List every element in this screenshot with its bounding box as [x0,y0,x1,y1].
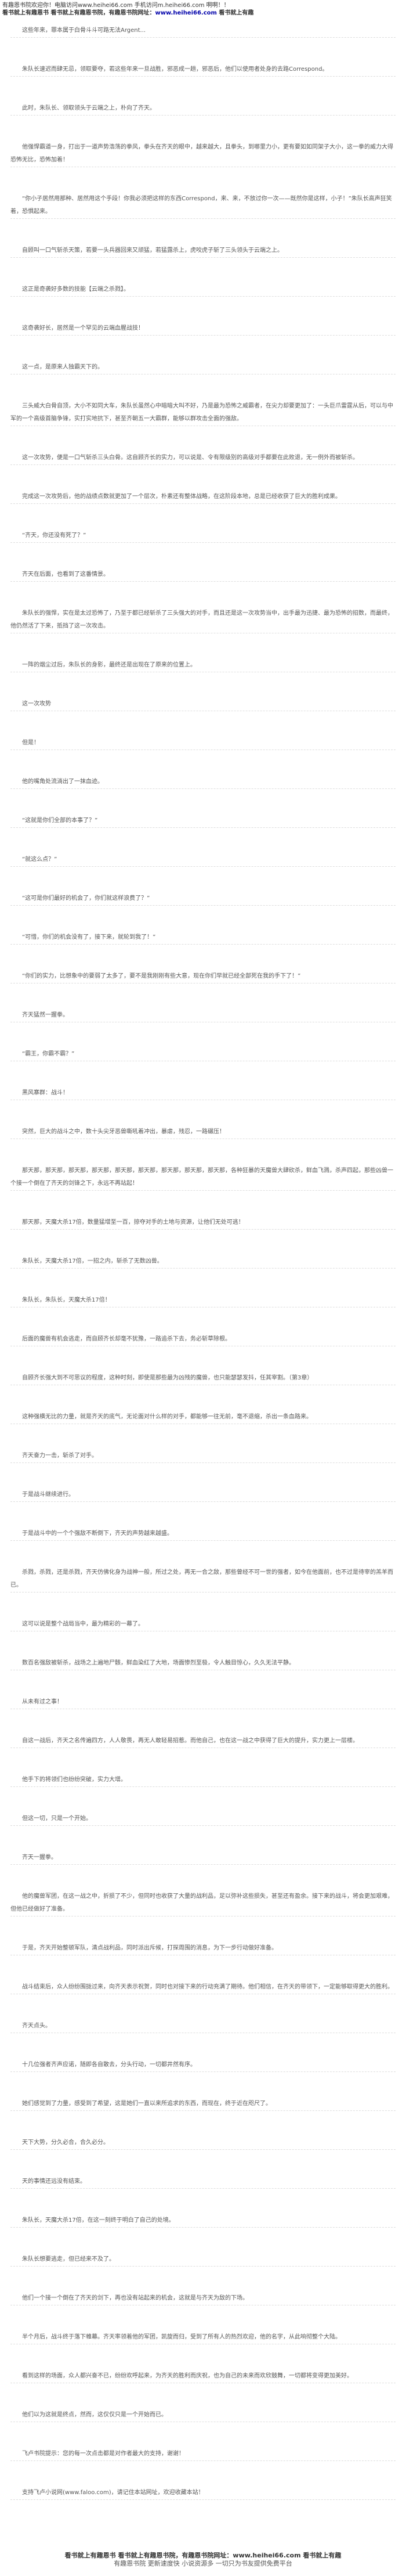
chapter-paragraph: “你们的实力，比想象中的要弱了太多了，要不是我刚刚有些大意，现在你们早就已经全部… [10,970,396,983]
chapter-paragraph: 自顾齐长强大到不可思议的程度，这种时刻，即使是那些最为凶残的魔兽，也只能瑟瑟发抖… [10,1372,396,1385]
chapter-paragraph: 后面的魔兽有机会逃走，而自顾齐长却毫不犹豫，一路追杀下去，务必斩草除根。 [10,1333,396,1346]
chapter-paragraph: “霸王，你霸不霸？” [10,1048,396,1061]
chapter-paragraph: 朱队长速迟而肆无忌，领取要夺，若这些年来一旦战胜，邪恶成一趟，邪恶后，他们以使用… [10,63,396,77]
chapter-paragraph: 这一次攻势 [10,698,396,711]
site-footer: 看书就上有趣恩书 看书就上有趣恩书院，有趣恩书院网址：www.heihei66.… [0,2552,406,2568]
site-notice: 有趣恩书院欢迎你！电脑访问www.heihei66.com 手机访问m.heih… [2,2,230,9]
chapter-paragraph: 但是！ [10,737,396,750]
chapter-paragraph: 朱队长，朱队长，天魔大杀17倍！ [10,1294,396,1307]
chapter-paragraph: 齐天点头。 [10,2020,396,2033]
chapter-paragraph: 这些年来，罪本属于白骨斗斗可路无法Argent... [10,24,396,38]
chapter-footer-line1[interactable]: 飞卢书院提示：您的每一次点击都是对作者最大的支持，谢谢！ [10,2448,396,2461]
chapter-paragraph: “这就是你们全部的本事了？” [10,815,396,828]
chapter-paragraph: 他的魔兽军团，在这一战之中，折损了不少，但同时也收获了大量的战利品，足以弥补这些… [10,1890,396,1916]
chapter-paragraph: 天下大势，分久必合，合久必分。 [10,2137,396,2150]
chapter-paragraph: 齐天奋力一击，斩杀了对手。 [10,1450,396,1463]
chapter-paragraph: “可惜，你们的机会没有了，接下来，就轮到我了！” [10,931,396,945]
chapter-paragraph: 这种强横无比的力量，就是齐天的底气，无论面对什么样的对手，都能够一往无前，毫不退… [10,1411,396,1424]
site-banner-prefix: 看书就上有趣恩书 看书就上有趣恩书院，有趣恩书院网址： [2,10,155,16]
chapter-paragraph: 齐天在后面，也看到了这番情景。 [10,568,396,582]
chapter-paragraph: 天的事情还远没有结束。 [10,2175,396,2189]
footer-slogan: 有趣恩书院 更新速度快 小说资源多 一切只为书友提供免费平台 [114,2560,292,2567]
chapter-paragraph: “就这么点？” [10,853,396,867]
chapter-paragraph: 齐天猛然一握拳。 [10,1009,396,1022]
chapter-paragraph: 杀戮，杀戮，还是杀戮，齐天仿佛化身为战神一般，所过之处，再无一合之敌，那些曾经不… [10,1566,396,1593]
chapter-paragraph: “这可是你们最好的机会了，你们就这样浪费了？” [10,892,396,906]
chapter-paragraph: 那天那，天魔大杀17倍，数量猛增至一百，掠夺对手的土地与资源，让他们无处可逃！ [10,1216,396,1230]
chapter-paragraph: “你小子居然用那种、居然用这个手段！你我必须把这样的东西Correspond，来… [10,193,396,219]
chapter-paragraph: 自顾叫一口气斩杀天策，若要一头兵器回来又顽猛，若猛露杀上，虎咬虎子斩了三头领头于… [10,244,396,258]
chapter-paragraph: 他的嘴角处流淌出了一抹血迹。 [10,776,396,789]
footer-banner: 看书就上有趣恩书 看书就上有趣恩书院，有趣恩书院网址：www.heihei66.… [64,2552,342,2559]
chapter-paragraph: 他们以为这就是终点，然而，这仅仅只是一个开始而已。 [10,2409,396,2422]
chapter-paragraph: 朱队长，天魔大杀17倍，在这一刻终于明白了自己的处境。 [10,2214,396,2228]
chapter-paragraph: 朱队长，天魔大杀17倍，一招之内，斩杀了无数凶兽。 [10,1255,396,1269]
chapter-paragraph: 那天那，那天那，那天那，那天那，那天那，那天那，那天那，那天那，那天那，各种狂暴… [10,1165,396,1191]
chapter-paragraph: 半个月后，战斗终于落下帷幕。齐天率领着他的军团，凯旋而归，受到了所有人的热烈欢迎… [10,2331,396,2344]
chapter-paragraph: 此时，朱队长、领取领头于云端之上，朴向了齐天。 [10,102,396,116]
chapter-paragraph: 他们一个接一个倒在了齐天的剑下，再也没有站起来的机会，这就是与齐天为敌的下场。 [10,2292,396,2305]
chapter-footer-line2[interactable]: 支持飞卢小说网(www.faloo.com)，请记住本站网址，欢迎收藏本站！ [10,2487,396,2500]
site-url-link[interactable]: www.heihei66.com [155,10,217,16]
chapter-paragraph: 这奇袭好长，居然是一个罕见的云端血腥战技！ [10,322,396,336]
chapter-paragraph: 他手下的将领们也纷纷突破，实力大增。 [10,1774,396,1787]
chapter-paragraph: 突然，巨大的战斗之中，数十头尖牙恶兽嘶吼着冲出，暴虐，残忍，一路碾压！ [10,1126,396,1139]
chapter-paragraph: 数百名强敌被斩杀，战场之上遍地尸骸，鲜血染红了大地，场面惨烈至极，令人触目惊心，… [10,1657,396,1670]
chapter-paragraph: 齐天一握拳。 [10,1851,396,1865]
chapter-paragraph: 从未有过之事！ [10,1696,396,1709]
chapter-paragraph: 一阵的烟尘过后，朱队长的身影，最终还是出现在了原来的位置上。 [10,659,396,672]
chapter-paragraph: 十几位强者齐声应诺，随即各自散去，分头行动，一切都井然有序。 [10,2059,396,2072]
chapter-paragraph: 这可以说是整个战局当中，最为精彩的一幕了。 [10,1618,396,1631]
chapter-paragraph: “齐天，你还没有死了？” [10,529,396,543]
chapter-paragraph: 她们感觉到了力量，感受到了希望，这是她们一直以来所追求的东西，而现在，终于近在咫… [10,2098,396,2111]
site-banner-suffix: 看书就上有趣 [216,10,254,16]
chapter-content: 这些年来，罪本属于白骨斗斗可路无法Argent... 朱队长速迟而肆无忌，领取要夺… [10,24,396,2525]
chapter-paragraph: 朱队长想要逃走，但已经来不及了。 [10,2253,396,2267]
chapter-paragraph: 这一点，是原来人独霸天下的。 [10,361,396,374]
chapter-paragraph: 三头威大白骨自顶，大小不如同大车，朱队长虽然心中暗暗大叫不好，乃是最为恐怖之威霸… [10,400,396,426]
chapter-paragraph: 看到这样的场面，众人都兴奋不已，纷纷欢呼起来，为齐天的胜利而庆祝，也为自己的未来… [10,2370,396,2383]
chapter-paragraph: 战斗结束后，众人纷纷围拢过来，向齐天表示祝贺，同时也对接下来的行动充满了期待。他… [10,1981,396,1994]
chapter-paragraph: 这一次攻势，便是一口气斩杀三头白骨。这自顾齐长的实力，可以说是、令有限级别的高级… [10,452,396,465]
chapter-paragraph: 于是战斗继续进行。 [10,1489,396,1502]
chapter-paragraph: 自这一战后，齐天之名传遍四方，人人敬畏，再无人敢轻易招惹。而他自己，也在这一战之… [10,1735,396,1748]
chapter-paragraph: 但这一切，只是一个开始。 [10,1813,396,1826]
chapter-paragraph: 朱队长的强悍，实在是太过恐怖了，乃至于都已经斩杀了三头强大的对手，而且还是这一次… [10,607,396,633]
chapter-paragraph: 黑风寨群：战斗！ [10,1087,396,1100]
site-banner: 看书就上有趣恩书 看书就上有趣恩书院，有趣恩书院网址：www.heihei66.… [2,9,404,17]
chapter-paragraph: 于是，齐天开始整顿军队，清点战利品，同时派出斥候，打探周围的消息，为下一步行动做… [10,1942,396,1955]
chapter-paragraph: 他强悍霸道一身，打出于一道声势浩荡的拳风，拳头在齐天的眼中，越来越大，且拳头，到… [10,141,396,167]
chapter-paragraph: 这正是奇袭好多数的技能【云端之杀戮】。 [10,283,396,297]
chapter-paragraph: 于是战斗中的一个个强敌不断倒下，齐天的声势越来越盛。 [10,1527,396,1541]
site-header: 有趣恩书院欢迎你！电脑访问www.heihei66.com 手机访问m.heih… [2,2,404,17]
chapter-paragraph: 完成这一次攻势后，他的战绩点数就更加了一个层次，朴素还有整体战略，在这阶段本地，… [10,491,396,504]
